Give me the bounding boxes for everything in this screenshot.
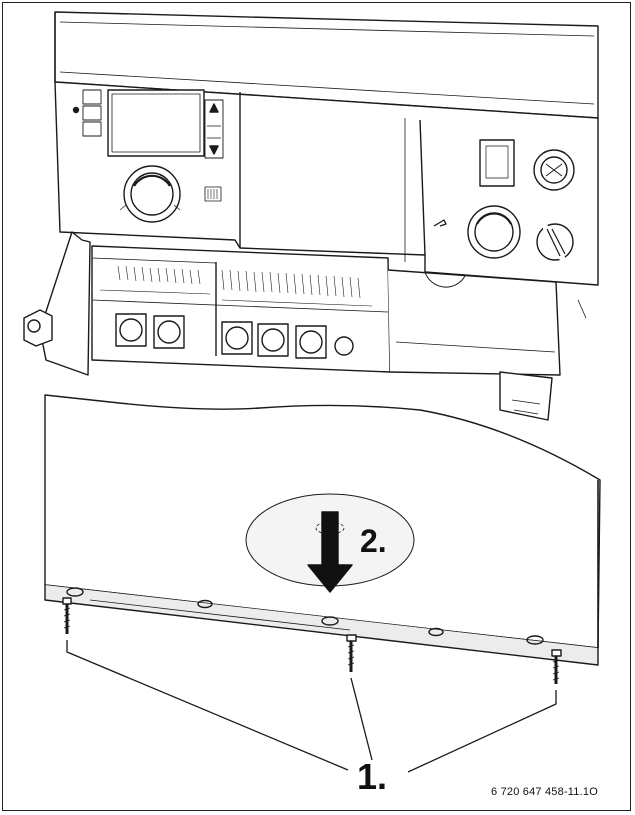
leader-lines (66, 640, 557, 773)
screw-left (62, 597, 72, 634)
step-1-label: 1. (357, 756, 388, 797)
figure-code: 6 720 647 458-11.1O (491, 786, 598, 798)
screw-right (551, 649, 562, 684)
control-panel (23, 11, 599, 421)
screws (62, 597, 562, 684)
step-2-label: 2. (360, 523, 387, 559)
screw-middle (346, 634, 357, 672)
down-arrow (307, 511, 353, 593)
